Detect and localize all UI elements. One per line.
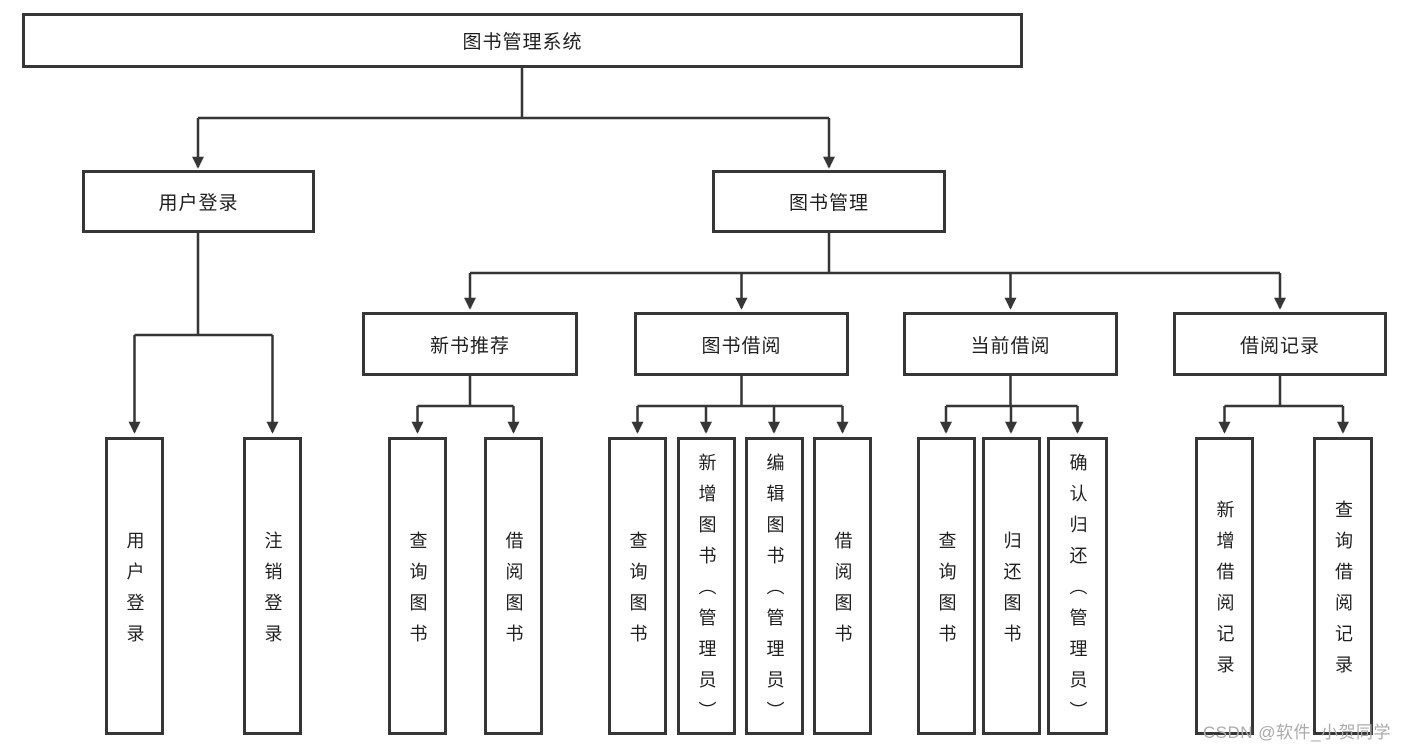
leaf-label: 查询借阅记录 (1333, 499, 1353, 686)
leaf-query-books-current: 查询图书 (917, 437, 976, 735)
node-new-book-recommendation: 新书推荐 (362, 312, 578, 376)
node-label: 用户登录 (158, 193, 239, 214)
leaf-label: 查询图书 (936, 530, 957, 655)
leaf-label: 注销登录 (262, 530, 283, 655)
leaf-logout: 注销登录 (243, 437, 302, 735)
leaf-confirm-return-admin: 确认归还（管理员） (1047, 437, 1108, 735)
node-label: 当前借阅 (970, 335, 1051, 357)
node-book-management: 图书管理 (712, 170, 946, 233)
leaf-label: 新增借阅记录 (1214, 499, 1235, 686)
node-label: 借阅记录 (1239, 335, 1320, 357)
node-label: 图书借阅 (701, 335, 782, 357)
node-user-login: 用户登录 (82, 170, 315, 233)
leaf-label: 确认归还（管理员） (1067, 453, 1088, 732)
leaf-label: 查询图书 (407, 530, 428, 655)
leaf-query-borrow-record: 查询借阅记录 (1313, 437, 1373, 735)
tree-arrow-lines (128, 118, 1350, 434)
node-label: 新书推荐 (429, 335, 510, 357)
leaf-label: 编辑图书（管理员） (764, 453, 785, 732)
leaf-label: 借阅图书 (503, 530, 524, 655)
leaf-add-book-admin: 新增图书（管理员） (677, 437, 736, 735)
leaf-borrow-books-recommend: 借阅图书 (484, 437, 543, 735)
leaf-label: 归还图书 (1001, 530, 1022, 655)
leaf-query-books-recommend: 查询图书 (388, 437, 447, 735)
node-current-borrowing: 当前借阅 (903, 312, 1118, 376)
leaf-label: 新增图书（管理员） (696, 453, 717, 732)
leaf-query-books-borrow: 查询图书 (608, 437, 667, 735)
tree-branch-lines (134, 67, 1343, 408)
leaf-label: 查询图书 (627, 530, 648, 655)
node-label: 图书管理系统 (462, 32, 583, 53)
leaf-edit-book-admin: 编辑图书（管理员） (745, 437, 804, 735)
leaf-label: 借阅图书 (832, 530, 853, 655)
node-book-borrowing: 图书借阅 (634, 312, 849, 376)
leaf-borrow-books: 借阅图书 (813, 437, 872, 735)
node-borrowing-records: 借阅记录 (1173, 312, 1387, 376)
node-library-system: 图书管理系统 (22, 13, 1023, 68)
leaf-user-login: 用户登录 (105, 437, 164, 735)
csdn-watermark: CSDN @软件_小贺同学 (1202, 723, 1391, 742)
node-label: 图书管理 (788, 193, 869, 214)
leaf-return-books: 归还图书 (982, 437, 1041, 735)
leaf-label: 用户登录 (124, 530, 145, 655)
leaf-add-borrow-record: 新增借阅记录 (1195, 437, 1254, 735)
